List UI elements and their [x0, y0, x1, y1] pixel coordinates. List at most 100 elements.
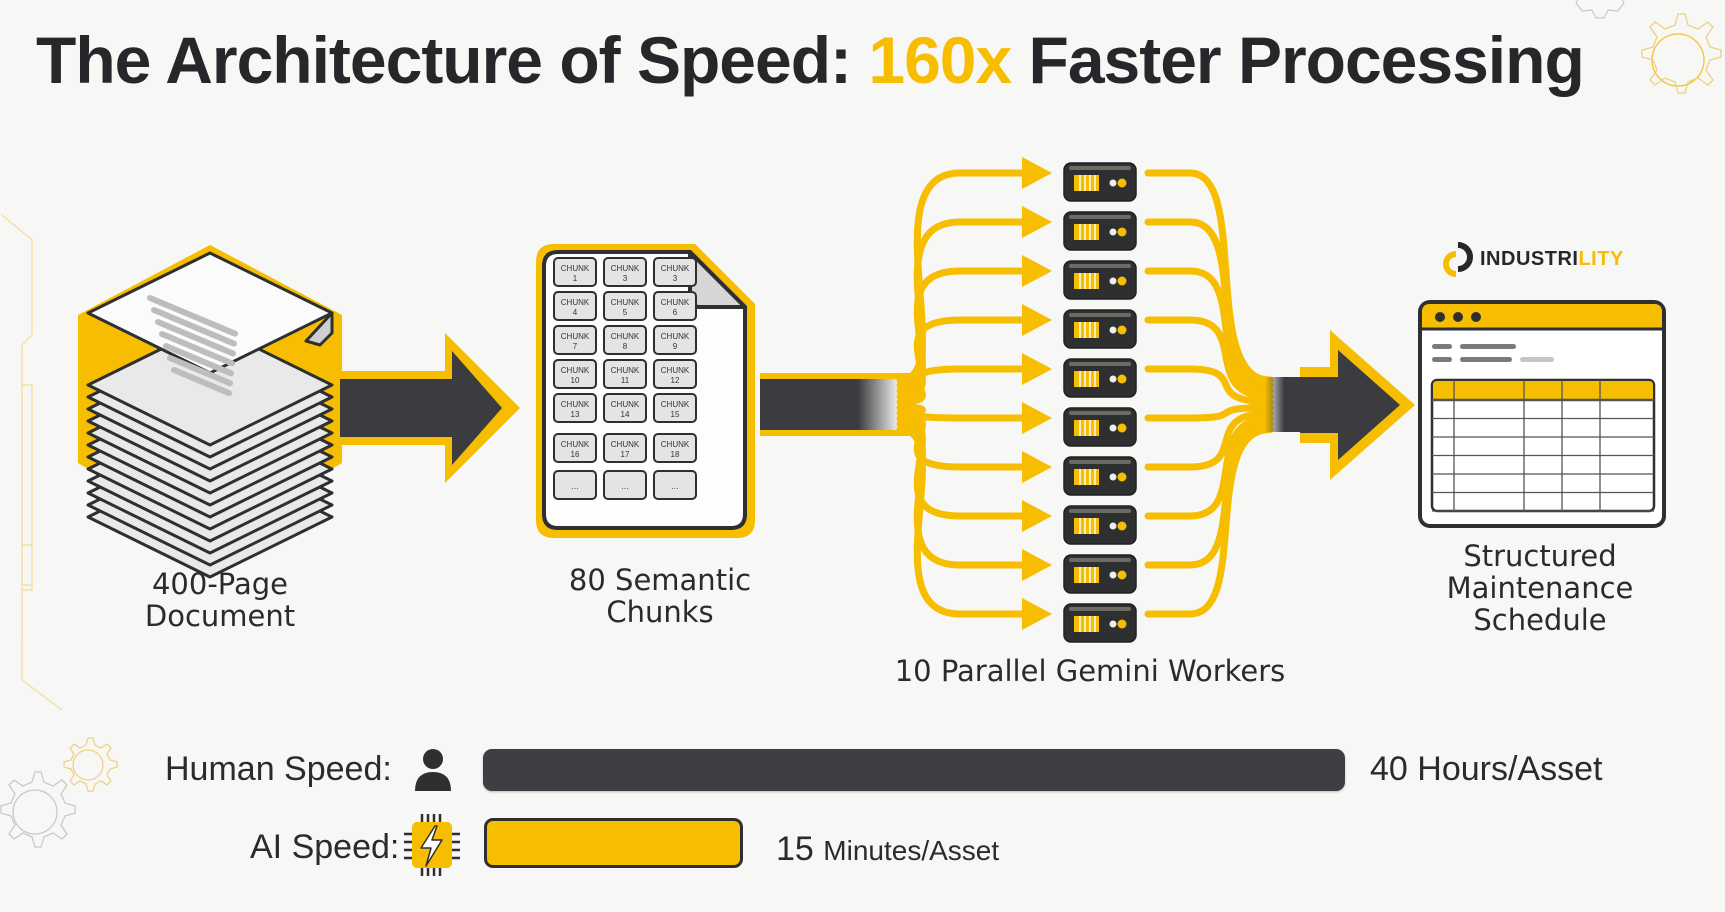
fan-out-line	[1144, 409, 1274, 471]
server-icon	[1063, 211, 1137, 251]
label-schedule-line2: Maintenance	[1446, 571, 1634, 605]
title-suffix: Faster Processing	[1011, 23, 1585, 97]
arrowhead-icon	[1022, 157, 1052, 189]
chunk-number: 4	[573, 308, 578, 317]
label-chunks-line1: 80 Semantic	[568, 563, 752, 597]
chunk-ellipsis: ...	[671, 481, 679, 491]
fan-out-line	[1144, 218, 1274, 389]
chunk-label: CHUNK	[611, 298, 640, 307]
folded-corner	[304, 311, 334, 347]
spreadsheet-window-icon	[1418, 300, 1666, 528]
chunk-cell: ...	[653, 470, 697, 500]
fan-out-line	[1144, 316, 1274, 400]
chunk-label: CHUNK	[561, 332, 590, 341]
chunk-number: 17	[621, 450, 630, 459]
server-icon	[1063, 309, 1137, 349]
person-icon	[415, 749, 451, 791]
chunk-cell: ...	[603, 470, 647, 500]
arrowhead-icon	[1022, 206, 1052, 238]
chunk-label: CHUNK	[561, 264, 590, 273]
server-icon	[1063, 260, 1137, 300]
chunk-number: 6	[673, 308, 678, 317]
chunk-label: CHUNK	[611, 366, 640, 375]
label-schedule-line1: Structured	[1463, 539, 1617, 573]
arrowhead-icon	[1022, 353, 1052, 385]
label-workers: 10 Parallel Gemini Workers	[894, 654, 1286, 688]
arrowhead-icon	[1022, 304, 1052, 336]
chunk-number: 11	[621, 376, 630, 385]
chunk-label: CHUNK	[661, 440, 690, 449]
chunk-label: CHUNK	[661, 332, 690, 341]
text-line	[147, 295, 238, 337]
human-speed-label: Human Speed:	[165, 750, 392, 788]
chunk-number: 1	[573, 274, 578, 283]
arrow-right-icon	[340, 333, 520, 483]
fan-out-line	[1144, 420, 1274, 569]
brand-logo: INDUSTRILITY	[1442, 242, 1624, 277]
document-stack-icon	[78, 245, 342, 579]
label-chunks-line2: Chunks	[606, 595, 714, 629]
arrowhead-icon	[1022, 402, 1052, 434]
fan-in-line	[896, 365, 1034, 406]
chunk-label: CHUNK	[611, 400, 640, 409]
fan-in-line	[896, 426, 1034, 618]
chunk-label: CHUNK	[561, 400, 590, 409]
title-highlight: 160x	[868, 23, 1012, 97]
ai-chip-lightning-icon	[404, 814, 460, 876]
chunked-document-icon: CHUNK1CHUNK3CHUNK3CHUNK4CHUNK5CHUNK6CHUN…	[536, 244, 755, 538]
text-line	[151, 307, 237, 347]
text-line	[159, 331, 235, 367]
chunk-label: CHUNK	[611, 264, 640, 273]
gear-icon	[1575, 0, 1625, 19]
ai-speed-unit: Minutes/Asset	[823, 835, 1000, 866]
fan-out-line	[1144, 415, 1274, 520]
arrowhead-icon	[1022, 255, 1052, 287]
chunk-number: 18	[671, 450, 680, 459]
server-icon	[1063, 358, 1137, 398]
arrowhead-icon	[1022, 549, 1052, 581]
title-prefix: The Architecture of Speed:	[36, 23, 869, 97]
label-document-line2: Document	[144, 599, 296, 633]
label-document: 400-Page Document	[110, 568, 330, 632]
fan-out-line	[1144, 365, 1274, 406]
chunk-label: CHUNK	[561, 366, 590, 375]
text-line	[171, 367, 232, 397]
chunk-number: 15	[671, 410, 680, 419]
text-line	[155, 319, 236, 357]
ai-speed-label: AI Speed:	[250, 828, 400, 866]
gear-icon	[1641, 13, 1722, 94]
chunk-ellipsis: ...	[621, 481, 629, 491]
chunk-label: CHUNK	[661, 264, 690, 273]
arrowhead-icon	[1022, 598, 1052, 630]
chunk-number: 16	[571, 450, 580, 459]
chunk-label: CHUNK	[661, 298, 690, 307]
chunk-label: CHUNK	[661, 400, 690, 409]
server-icon	[1063, 407, 1137, 447]
chunk-number: 14	[621, 410, 630, 419]
chunk-number: 8	[623, 342, 628, 351]
page-title: The Architecture of Speed: 160x Faster P…	[36, 22, 1585, 98]
brand-part1: INDUSTRI	[1480, 247, 1579, 270]
chunk-number: 13	[571, 410, 580, 419]
chunk-number: 12	[671, 376, 680, 385]
ai-speed-value: 15 Minutes/Asset	[776, 830, 999, 869]
fan-in-line	[896, 316, 1034, 400]
label-schedule: Structured Maintenance Schedule	[1420, 540, 1660, 636]
text-line	[167, 355, 233, 387]
human-speed-value: 40 Hours/Asset	[1370, 750, 1603, 788]
ai-speed-bar	[484, 818, 743, 868]
chunk-label: CHUNK	[561, 298, 590, 307]
label-document-line1: 400-Page	[151, 567, 289, 601]
